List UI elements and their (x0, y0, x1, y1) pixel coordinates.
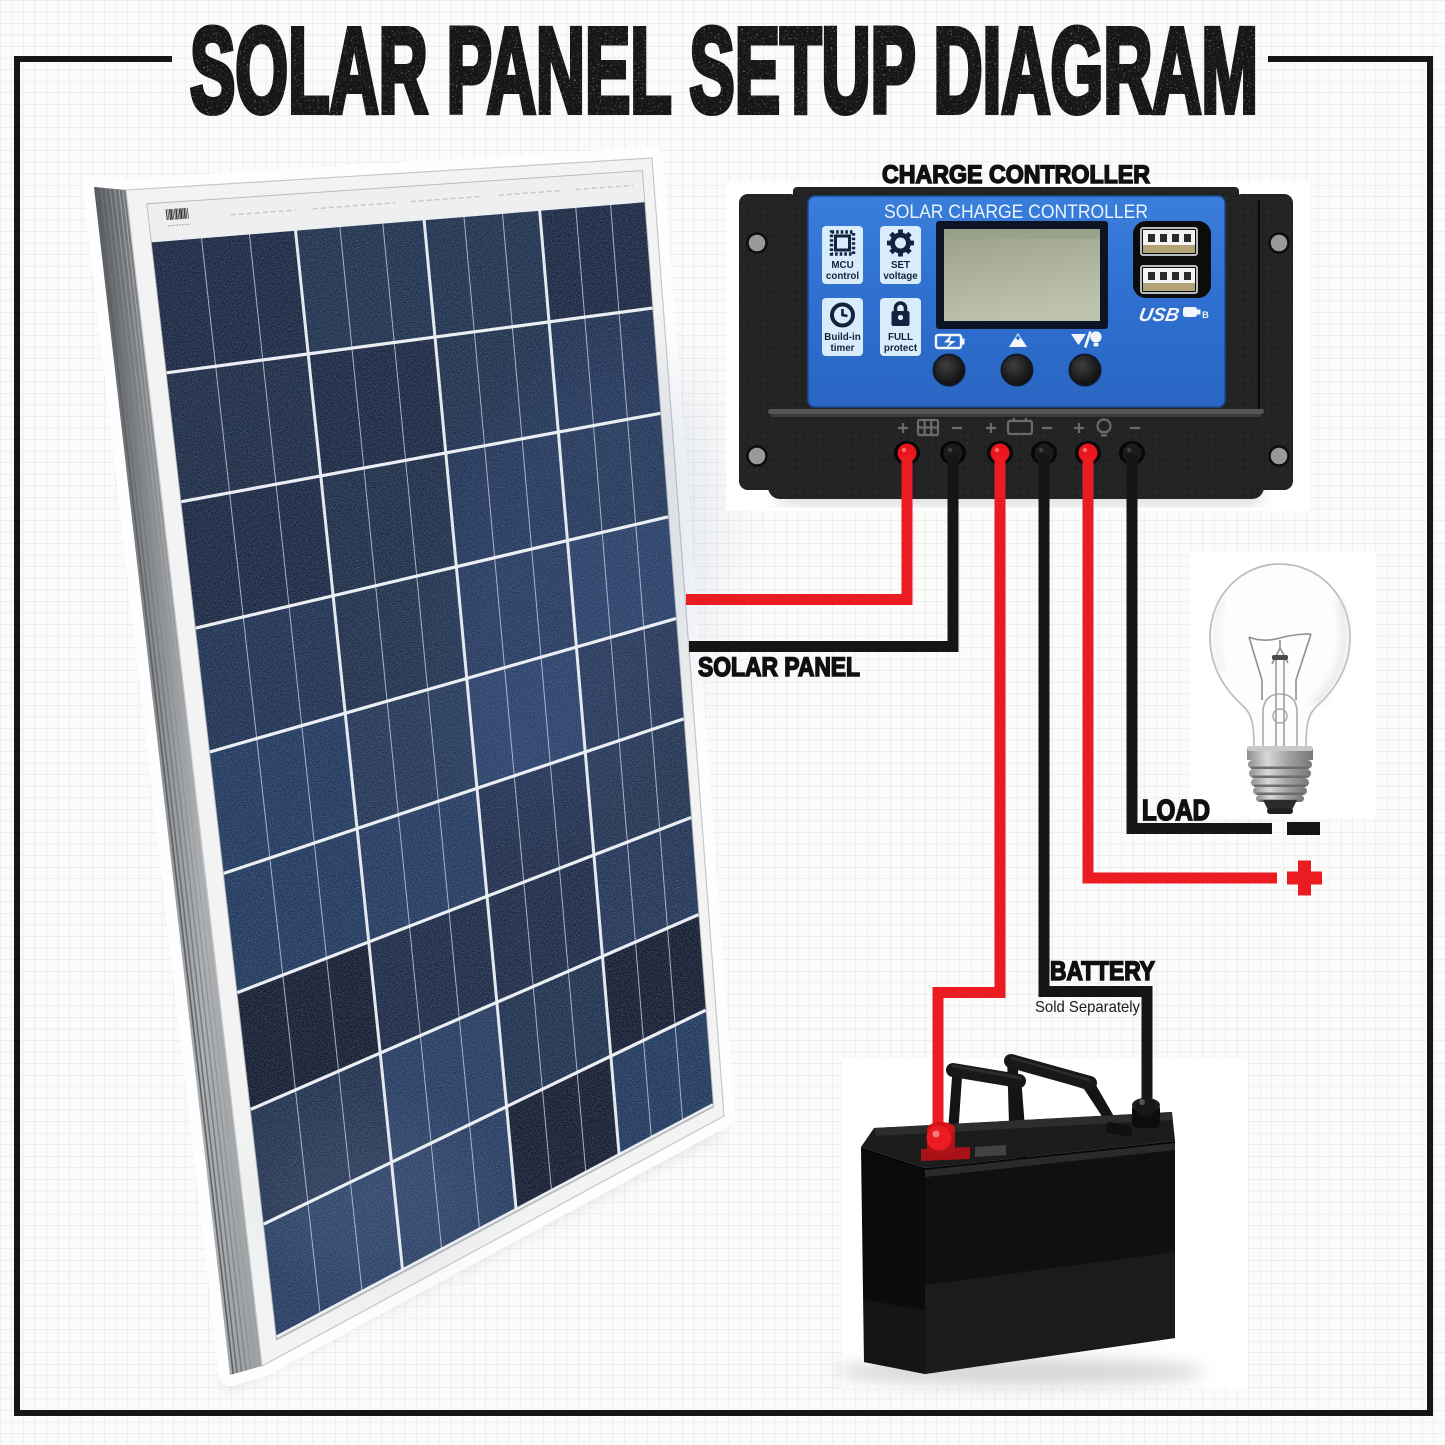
svg-text:FULL: FULL (888, 332, 913, 343)
svg-text:SET: SET (891, 260, 910, 271)
svg-text:control: control (826, 271, 859, 282)
svg-text:MCU: MCU (831, 260, 853, 271)
svg-text:SOLAR CHARGE CONTROLLER: SOLAR CHARGE CONTROLLER (884, 202, 1148, 223)
svg-text:USB: USB (1137, 305, 1181, 326)
svg-text:timer: timer (831, 343, 855, 354)
svg-text:Build-in: Build-in (824, 332, 860, 343)
svg-text:SOLAR PANEL SETUP DIAGRAM: SOLAR PANEL SETUP DIAGRAM (190, 2, 1258, 138)
svg-text:LOAD: LOAD (1142, 795, 1210, 827)
svg-text:voltage: voltage (883, 271, 918, 282)
svg-text:B: B (1202, 310, 1209, 321)
svg-text:SOLAR PANEL: SOLAR PANEL (698, 652, 860, 682)
svg-text:CHARGE CONTROLLER: CHARGE CONTROLLER (882, 161, 1150, 189)
svg-text:BATTERY: BATTERY (1050, 956, 1155, 986)
svg-text:Sold Separately: Sold Separately (1035, 999, 1140, 1016)
svg-text:protect: protect (884, 343, 918, 354)
